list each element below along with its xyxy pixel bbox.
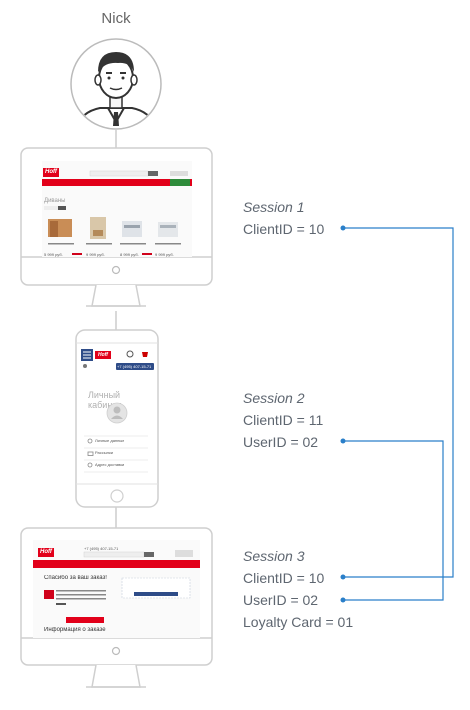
hoff-logo-2[interactable]: Hoff xyxy=(96,351,110,359)
session-2-title: Session 2 xyxy=(243,390,305,406)
desktop-phone-number: +7 (495) 407-15-71 xyxy=(84,546,119,551)
session-3-clientid: ClientID = 10 xyxy=(243,570,325,586)
session-2-block: Session 2 ClientID = 11 UserID = 02 xyxy=(243,387,323,453)
thanks-heading: Спасибо за ваш заказ! xyxy=(44,575,107,581)
session-2-clientid: ClientID = 11 xyxy=(243,412,324,428)
screen-3-content xyxy=(33,540,200,638)
price-2: 9 999 руб. xyxy=(86,252,105,257)
price-1: 5 999 руб. xyxy=(44,252,63,257)
hoff-logo-1[interactable]: Hoff xyxy=(43,168,59,177)
price-3: 8 999 руб. xyxy=(120,252,139,257)
session-3-block: Session 3 ClientID = 10 UserID = 02 Loya… xyxy=(243,545,353,633)
svg-text:Личный: Личный xyxy=(88,390,120,400)
svg-text:кабинет: кабинет xyxy=(88,400,121,410)
order-info-heading: Информация о заказе xyxy=(44,627,106,633)
session-3-loyalty: Loyalty Card = 01 xyxy=(243,614,354,630)
menu-delivery[interactable]: Адрес доставки xyxy=(95,462,125,467)
user-avatar-icon xyxy=(70,38,162,130)
clientid-connector xyxy=(343,227,454,601)
session-1-title: Session 1 xyxy=(243,199,305,215)
price-4: 9 999 руб. xyxy=(155,252,174,257)
hoff-logo-3[interactable]: Hoff xyxy=(38,548,54,557)
session-3-title: Session 3 xyxy=(243,548,305,564)
menu-subscriptions[interactable]: Рассылки xyxy=(95,450,113,455)
session-1-clientid: ClientID = 10 xyxy=(243,221,325,237)
mobile-phone-number[interactable]: +7 (495) 407-15-71 xyxy=(117,364,152,369)
screen-1-content: Диваны xyxy=(42,161,192,257)
connector-dots xyxy=(340,225,346,603)
session-2-userid: UserID = 02 xyxy=(243,434,319,450)
svg-text:Диваны: Диваны xyxy=(44,198,66,204)
session-3-userid: UserID = 02 xyxy=(243,592,319,608)
session-1-block: Session 1 ClientID = 10 xyxy=(243,196,324,240)
user-name: Nick xyxy=(101,10,131,27)
menu-personal[interactable]: Личные данные xyxy=(95,438,125,443)
